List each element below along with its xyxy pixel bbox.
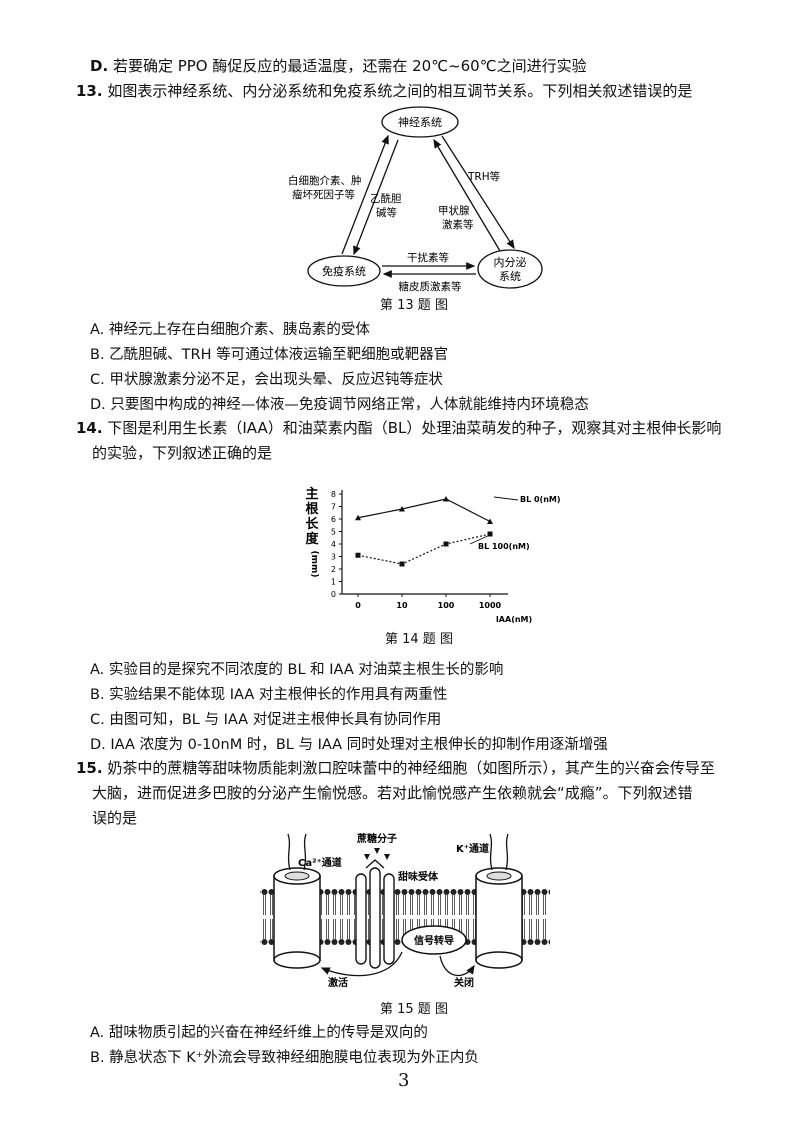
arrow-activate — [320, 951, 403, 977]
potassium-channel-label: K⁺通道 — [456, 842, 489, 855]
question-13-stem: 13. 如图表示神经系统、内分泌系统和免疫系统之间的相互调节关系。下列相关叙述错… — [76, 81, 692, 101]
question-text: 如图表示神经系统、内分泌系统和免疫系统之间的相互调节关系。下列相关叙述错误的是 — [107, 82, 693, 100]
label-thyroxine-2: 激素等 — [442, 218, 474, 231]
potassium-channel — [475, 833, 523, 969]
figure-14-caption: 第 14 题 图 — [385, 632, 453, 647]
activate-label: 激活 — [328, 976, 348, 989]
data-point — [355, 514, 361, 521]
y-axis-label-char: 主 — [305, 486, 318, 502]
y-tick-label: 6 — [331, 515, 336, 524]
label-interleukin-1: 白细胞介素、肿 — [288, 174, 362, 187]
arrow-endocrine-to-nervous — [433, 138, 501, 252]
question-15-stem: 15. 奶茶中的蔗糖等甜味物质能刺激口腔味蕾中的神经细胞（如图所示），其产生的兴… — [76, 758, 715, 778]
label-acetylcholine-2: 碱等 — [376, 206, 397, 219]
signal-transduction-label: 信号转导 — [414, 934, 454, 947]
y-tick-label: 1 — [331, 578, 336, 587]
arrow-nervous-to-endocrine — [441, 135, 515, 250]
question-14-stem: 14. 下图是利用生长素（IAA）和油菜素内酯（BL）处理油菜萌发的种子，观察其… — [76, 418, 721, 438]
y-axis-label-char: 根 — [305, 501, 319, 517]
question-text-line-1: 奶茶中的蔗糖等甜味物质能刺激口腔味蕾中的神经细胞（如图所示），其产生的兴奋会传导… — [107, 759, 715, 777]
signal-transduction-node — [401, 925, 467, 955]
nervous-system-node — [381, 106, 459, 138]
y-tick-label: 5 — [331, 528, 336, 537]
figure-15-caption: 第 15 题 图 — [380, 1002, 448, 1017]
series-line-2 — [357, 533, 491, 565]
x-tick-label: 0 — [355, 601, 361, 610]
series-line-1 — [357, 498, 491, 523]
x-tick-label: 1000 — [479, 601, 502, 610]
legend-leader-1 — [493, 496, 519, 501]
y-axis-label-char: 长 — [305, 516, 319, 532]
endocrine-system-label-2: 系统 — [499, 270, 521, 283]
q13-option-a: A. 神经元上存在白细胞介素、胰岛素的受体 — [90, 322, 370, 338]
legend-label-2: BL 100(nM) — [478, 542, 530, 551]
question-number: 15. — [76, 759, 103, 777]
calcium-channel-label: Ca²⁺通道 — [298, 856, 342, 869]
question-number: 14. — [76, 419, 103, 437]
x-tick-label: 10 — [396, 601, 408, 610]
immune-system-label: 免疫系统 — [322, 264, 366, 278]
y-axis-unit: (mm) — [309, 551, 319, 578]
y-tick-label: 0 — [331, 590, 336, 599]
label-interferon: 干扰素等 — [407, 251, 449, 264]
taste-cell-membrane-diagram: 信号转导 蔗糖分子 Ca²⁺通道 甜味受体 K⁺通道 激活 关闭 — [260, 832, 550, 989]
data-point — [487, 518, 493, 524]
y-tick-label: 3 — [331, 553, 336, 562]
y-tick-label: 8 — [331, 490, 336, 499]
label-glucocorticoid: 糖皮质激素等 — [399, 280, 462, 293]
legend-leader-2 — [469, 533, 493, 545]
y-tick-label: 2 — [331, 565, 336, 574]
question-15-stem-line-3: 误的是 — [92, 809, 138, 827]
q13-option-b: B. 乙酰胆碱、TRH 等可通过体液运输至靶细胞或靶器官 — [90, 347, 449, 363]
y-tick-label: 4 — [331, 540, 336, 549]
x-axis-label: IAA(nM) — [496, 615, 532, 624]
sucrose-molecules — [364, 848, 390, 860]
regulation-diagram: 神经系统 免疫系统 内分泌 系统 白细胞介素、肿 瘤坏死因子等 乙酰胆 碱等 T… — [288, 106, 543, 293]
q14-option-c: C. 由图可知，BL 与 IAA 对促进主根伸长具有协同作用 — [90, 712, 442, 728]
legend-label-1: BL 0(nM) — [520, 495, 560, 504]
question-text-line-1: 下图是利用生长素（IAA）和油菜素内酯（BL）处理油菜萌发的种子，观察其对主根伸… — [107, 419, 722, 437]
q13-option-c: C. 甲状腺激素分泌不足，会出现头晕、反应迟钝等症状 — [90, 372, 443, 388]
q15-option-b: B. 静息状态下 K⁺外流会导致神经细胞膜电位表现为外正内负 — [90, 1050, 479, 1066]
x-tick-label: 100 — [438, 601, 455, 610]
label-acetylcholine-1: 乙酰胆 — [370, 192, 402, 205]
data-point — [399, 506, 405, 512]
endocrine-system-node — [477, 249, 543, 289]
q14-option-d: D. IAA 浓度为 0-10nM 时，BL 与 IAA 同时处理对主根伸长的抑… — [90, 737, 608, 753]
page-number: 3 — [398, 1070, 410, 1091]
label-trh: TRH等 — [467, 170, 501, 183]
q13-option-d: D. 只要图中构成的神经—体液—免疫调节网络正常，人体就能维持内环境稳态 — [90, 397, 589, 413]
close-label: 关闭 — [454, 976, 474, 989]
sucrose-label: 蔗糖分子 — [356, 832, 397, 845]
data-point — [399, 561, 405, 567]
question-15-stem-line-2: 大脑，进而促进多巴胺的分泌产生愉悦感。若对此愉悦感产生依赖就会“成瘾”。下列叙述… — [92, 784, 693, 802]
data-point — [355, 552, 361, 558]
figure-13-caption: 第 13 题 图 — [380, 298, 448, 313]
immune-system-node — [307, 255, 381, 287]
arrow-immune-to-nervous — [341, 134, 389, 255]
calcium-channel — [273, 833, 321, 969]
data-point — [487, 531, 493, 537]
y-axis-label-char: 度 — [305, 531, 319, 547]
sweet-receptor — [355, 859, 395, 969]
q14-option-b: B. 实验结果不能体现 IAA 对主根伸长的作用具有两重性 — [90, 687, 448, 703]
option-text: 若要确定 PPO 酶促反应的最适温度，还需在 20℃~60℃之间进行实验 — [112, 57, 587, 75]
y-tick-label: 7 — [331, 503, 336, 512]
nervous-system-label: 神经系统 — [398, 115, 442, 129]
endocrine-system-label-1: 内分泌 — [494, 255, 527, 269]
arrow-nervous-to-immune — [353, 139, 399, 256]
question-number: 13. — [76, 82, 103, 100]
sweet-receptor-label: 甜味受体 — [398, 870, 439, 883]
label-interleukin-2: 瘤坏死因子等 — [292, 188, 355, 201]
option-letter: D. — [90, 57, 109, 75]
label-thyroxine-1: 甲状腺 — [438, 204, 470, 217]
data-point — [443, 541, 449, 547]
q14-option-a: A. 实验目的是探究不同浓度的 BL 和 IAA 对油菜主根生长的影响 — [90, 662, 504, 678]
data-point — [443, 496, 449, 502]
previous-option-d: D. 若要确定 PPO 酶促反应的最适温度，还需在 20℃~60℃之间进行实验 — [90, 56, 587, 76]
question-14-stem-line-2: 的实验，下列叙述正确的是 — [92, 444, 273, 462]
arrow-close — [439, 955, 475, 976]
q15-option-a: A. 甜味物质引起的兴奋在神经纤维上的传导是双向的 — [90, 1025, 428, 1041]
